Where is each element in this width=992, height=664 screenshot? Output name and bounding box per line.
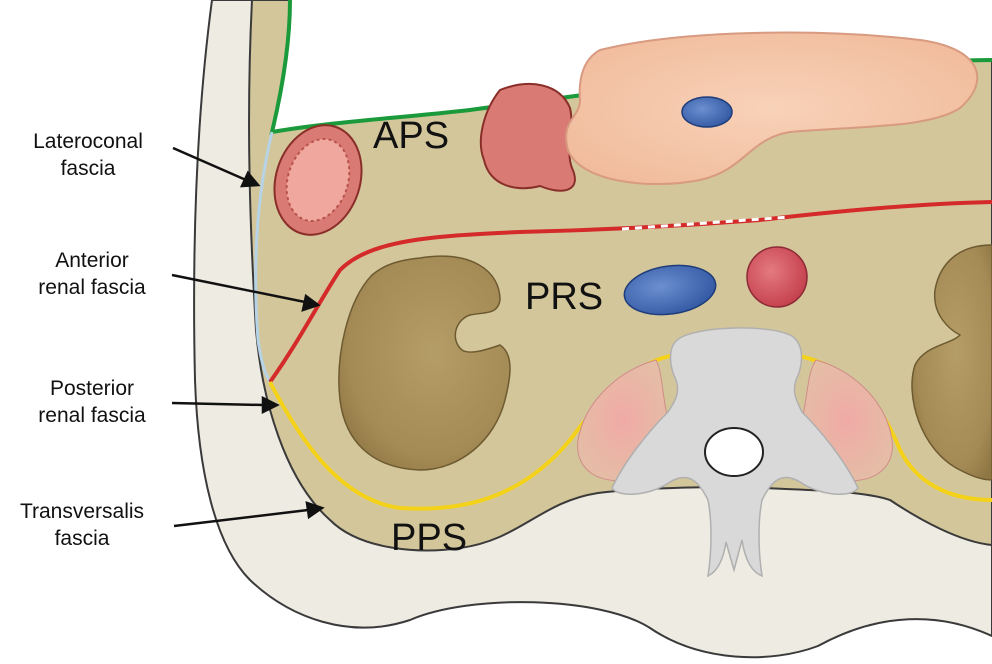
posterior-renal-arrow	[171, 401, 264, 407]
posterior-line1: Posterior	[49, 377, 135, 400]
left-kidney	[338, 255, 511, 471]
prs-label: PRS	[525, 276, 603, 318]
lateroconal-line1: Lateroconal	[33, 130, 143, 153]
anterior-renal-arrow	[171, 273, 306, 304]
callout-arrows	[171, 146, 325, 528]
transversalis-fascia-label: Transversalis fascia	[2, 498, 162, 552]
lateroconal-line2: fascia	[60, 157, 116, 180]
inferior-vena-cava	[623, 264, 717, 316]
posterior-renal-fascia-label: Posterior renal fascia	[22, 375, 162, 429]
duodenum	[479, 83, 576, 192]
right-kidney	[911, 244, 992, 481]
transversalis-line2: fascia	[54, 527, 110, 550]
pps-label: PPS	[391, 517, 467, 559]
lateroconal-fascia-label: Lateroconal fascia	[18, 128, 158, 182]
aorta	[746, 246, 808, 308]
transversalis-line1: Transversalis	[19, 500, 145, 523]
anterior-renal-fascia-line	[268, 200, 992, 384]
transversalis-arrow	[173, 508, 309, 528]
splenic-vein	[681, 96, 733, 128]
pancreas	[565, 31, 979, 185]
spinal-canal	[704, 427, 764, 477]
anterior-renal-fascia-label: Anterior renal fascia	[22, 247, 162, 301]
anterior-line2: renal fascia	[38, 276, 146, 299]
lateroconal-arrow	[172, 146, 247, 182]
fascial-dehiscence-segment	[621, 215, 791, 231]
aps-label: APS	[373, 115, 449, 157]
posterior-line2: renal fascia	[38, 404, 146, 427]
lateroconal-fascia-line	[254, 131, 274, 383]
anterior-line1: Anterior	[55, 249, 129, 272]
descending-colon	[273, 124, 363, 236]
